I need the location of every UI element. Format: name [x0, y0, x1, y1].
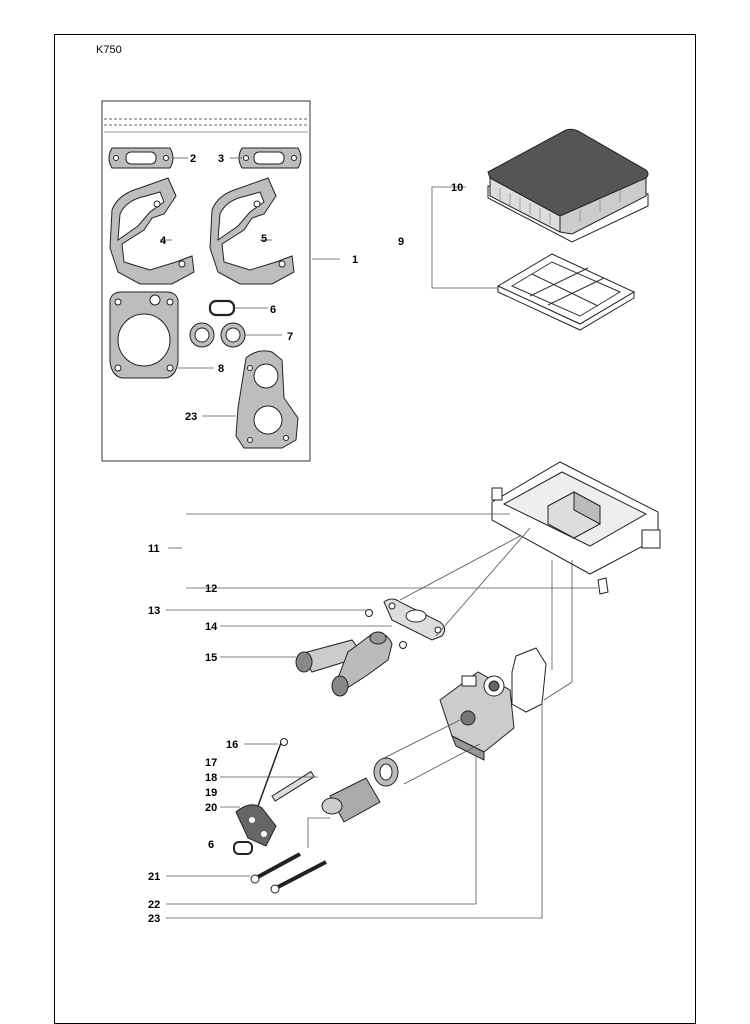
- callout-10: 10: [451, 182, 463, 194]
- filter-housing-11: [491, 461, 661, 595]
- screws-21: [250, 852, 327, 894]
- exhaust-gasket-3: [238, 147, 302, 169]
- callout-23b: 23: [148, 913, 160, 925]
- callout-11: 11: [148, 543, 160, 555]
- callout-21: 21: [148, 871, 160, 883]
- nut-13: [365, 609, 373, 617]
- crankcase-gasket-5: [209, 177, 295, 285]
- leader-lines: [160, 157, 598, 919]
- callout-8: 8: [218, 363, 224, 375]
- intake-manifold-14: [383, 598, 446, 641]
- exhaust-gasket-2: [108, 147, 174, 169]
- model-label: K750: [96, 44, 122, 56]
- callout-6: 6: [270, 304, 276, 316]
- cylinder-gasket-8: [109, 291, 179, 379]
- pre-filter-9: [496, 253, 636, 331]
- callout-4: 4: [160, 235, 167, 247]
- callout-13: 13: [148, 605, 160, 617]
- callout-7: 7: [287, 331, 293, 343]
- nut-13b: [399, 641, 407, 649]
- o-ring-6: [208, 299, 236, 317]
- callout-12: 12: [205, 583, 217, 595]
- callout-16: 16: [226, 739, 238, 751]
- sealing-rings-7: [189, 322, 246, 348]
- callout-14: 14: [205, 621, 218, 633]
- callout-23: 23: [185, 411, 197, 423]
- intake-rubber-15: [295, 631, 393, 697]
- callout-19: 19: [205, 787, 217, 799]
- callout-18: 18: [205, 772, 217, 784]
- crankcase-gasket-4: [109, 177, 195, 285]
- intake-gasket-23: [235, 350, 299, 449]
- gasket-23-installed: [511, 647, 547, 713]
- callout-17: 17: [205, 757, 217, 769]
- carb-adapter: [271, 757, 399, 823]
- callout-labels: 2 3 4 5 1 6 7 8 23 10 9 11 12 13 14 15 1…: [148, 153, 463, 925]
- callout-2: 2: [190, 153, 196, 165]
- callout-22: 22: [148, 899, 160, 911]
- o-ring-6b: [233, 841, 253, 855]
- carburettor: [439, 671, 515, 761]
- callout-15: 15: [205, 652, 217, 664]
- callout-1: 1: [352, 254, 358, 266]
- callout-20: 20: [205, 802, 217, 814]
- air-filter-10: [487, 128, 649, 243]
- choke-lever-20: [235, 738, 288, 847]
- callout-5: 5: [261, 233, 267, 245]
- callout-6b: 6: [208, 839, 214, 851]
- callout-3: 3: [218, 153, 224, 165]
- callout-9: 9: [398, 236, 404, 248]
